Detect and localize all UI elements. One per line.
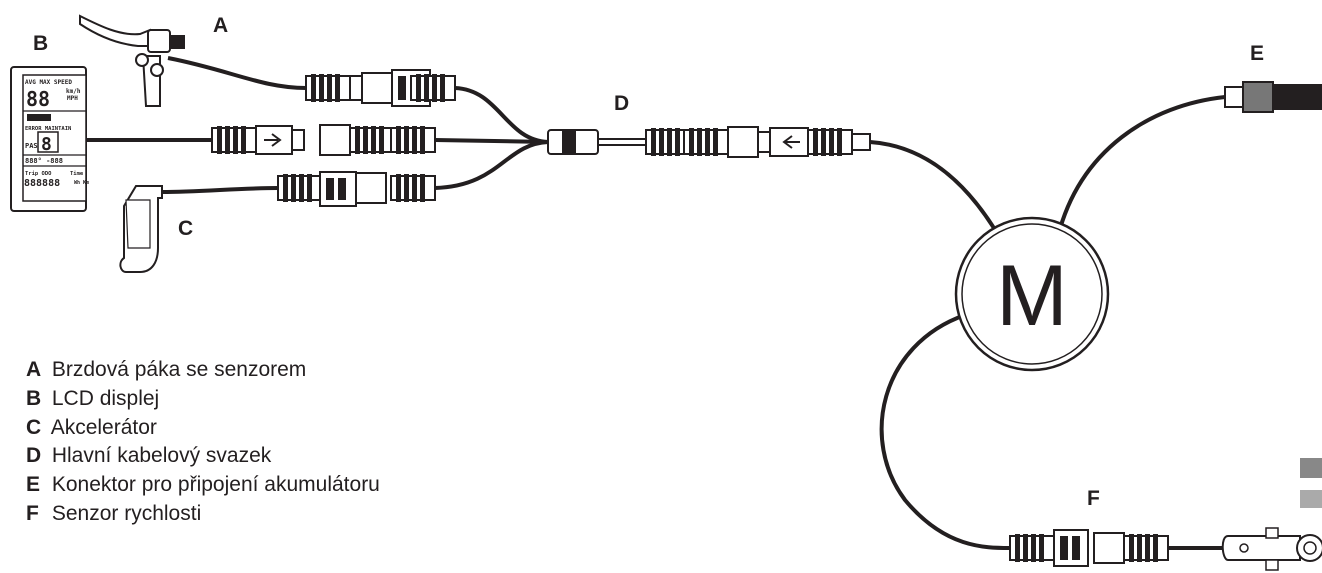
legend-item-b: B LCD displej — [26, 385, 380, 414]
lcd-speed-units: km/h — [66, 88, 81, 95]
lcd-status-row: ERROR MAINTAIN — [25, 126, 71, 132]
lcd-units-wh-km: Wh Km — [74, 180, 89, 186]
legend-item-e: E Konektor pro připojení akumulátoru — [26, 471, 380, 500]
throttle-cable — [161, 186, 279, 194]
legend-text: Konektor pro připojení akumulátoru — [51, 473, 380, 497]
battery-cable — [1056, 95, 1226, 237]
legend-text: Senzor rychlosti — [51, 501, 202, 525]
throttle-connector — [277, 171, 436, 207]
display-to-harness — [434, 138, 549, 144]
cables — [86, 56, 1228, 550]
harness-junction — [547, 129, 599, 155]
speed-sensor-connector — [1009, 529, 1169, 567]
legend-text: Hlavní kabelový svazek — [51, 444, 272, 468]
lcd-display: AVG MAX SPEED 88 km/h MPH ERROR MAINTAIN… — [10, 66, 89, 212]
motor-connector — [645, 126, 871, 158]
legend-key: E — [26, 473, 41, 497]
brake-lever — [79, 14, 185, 107]
battery-connector — [1224, 81, 1322, 113]
harness-to-motor — [869, 140, 1002, 240]
speed-sensor-magnet — [1300, 458, 1322, 508]
legend-item-f: F Senzor rychlosti — [26, 500, 380, 529]
legend-text: Akcelerátor — [50, 415, 157, 439]
label-e: E — [1250, 42, 1264, 65]
lcd-time-label: Time — [70, 171, 84, 177]
brake-connector — [305, 69, 456, 107]
label-d: D — [614, 92, 629, 115]
lcd-speed-units-mph: MPH — [67, 95, 78, 102]
legend-key: C — [26, 415, 42, 439]
motor: M — [954, 216, 1110, 372]
brake-to-harness — [454, 86, 549, 144]
legend-item-c: C Akcelerátor — [26, 414, 380, 443]
display-connector — [211, 124, 436, 156]
throttle-to-harness — [434, 140, 549, 190]
label-f: F — [1087, 487, 1100, 510]
lcd-odo-digits: 888888 — [24, 178, 60, 189]
motor-to-sensor-cable — [879, 313, 1011, 550]
legend-item-a: A Brzdová páka se senzorem — [26, 356, 380, 385]
lcd-mid-row: 888° -888 — [25, 157, 63, 165]
motor-label: M — [996, 248, 1068, 344]
legend-item-d: D Hlavní kabelový svazek — [26, 442, 380, 471]
legend-key: D — [26, 444, 42, 468]
lcd-speed-digits: 88 — [26, 87, 50, 111]
speed-sensor — [1221, 527, 1322, 571]
legend-key: A — [26, 358, 42, 381]
legend-text: Brzdová páka se senzorem — [51, 358, 307, 381]
lcd-pas-digit: 8 — [41, 134, 52, 155]
label-c: C — [178, 217, 193, 240]
legend-text: LCD displej — [51, 386, 160, 410]
label-b: B — [33, 32, 48, 55]
lcd-header-text: AVG MAX SPEED — [25, 79, 72, 86]
legend-key: B — [26, 386, 42, 410]
brake-cable — [167, 56, 307, 90]
label-a: A — [213, 14, 228, 37]
throttle — [119, 185, 163, 273]
legend-key: F — [26, 501, 39, 525]
legend: A Brzdová páka se senzorem B LCD displej… — [26, 356, 380, 529]
lcd-pas-label: PAS — [25, 142, 38, 150]
lcd-trip-odo: Trip ODO — [25, 171, 52, 177]
